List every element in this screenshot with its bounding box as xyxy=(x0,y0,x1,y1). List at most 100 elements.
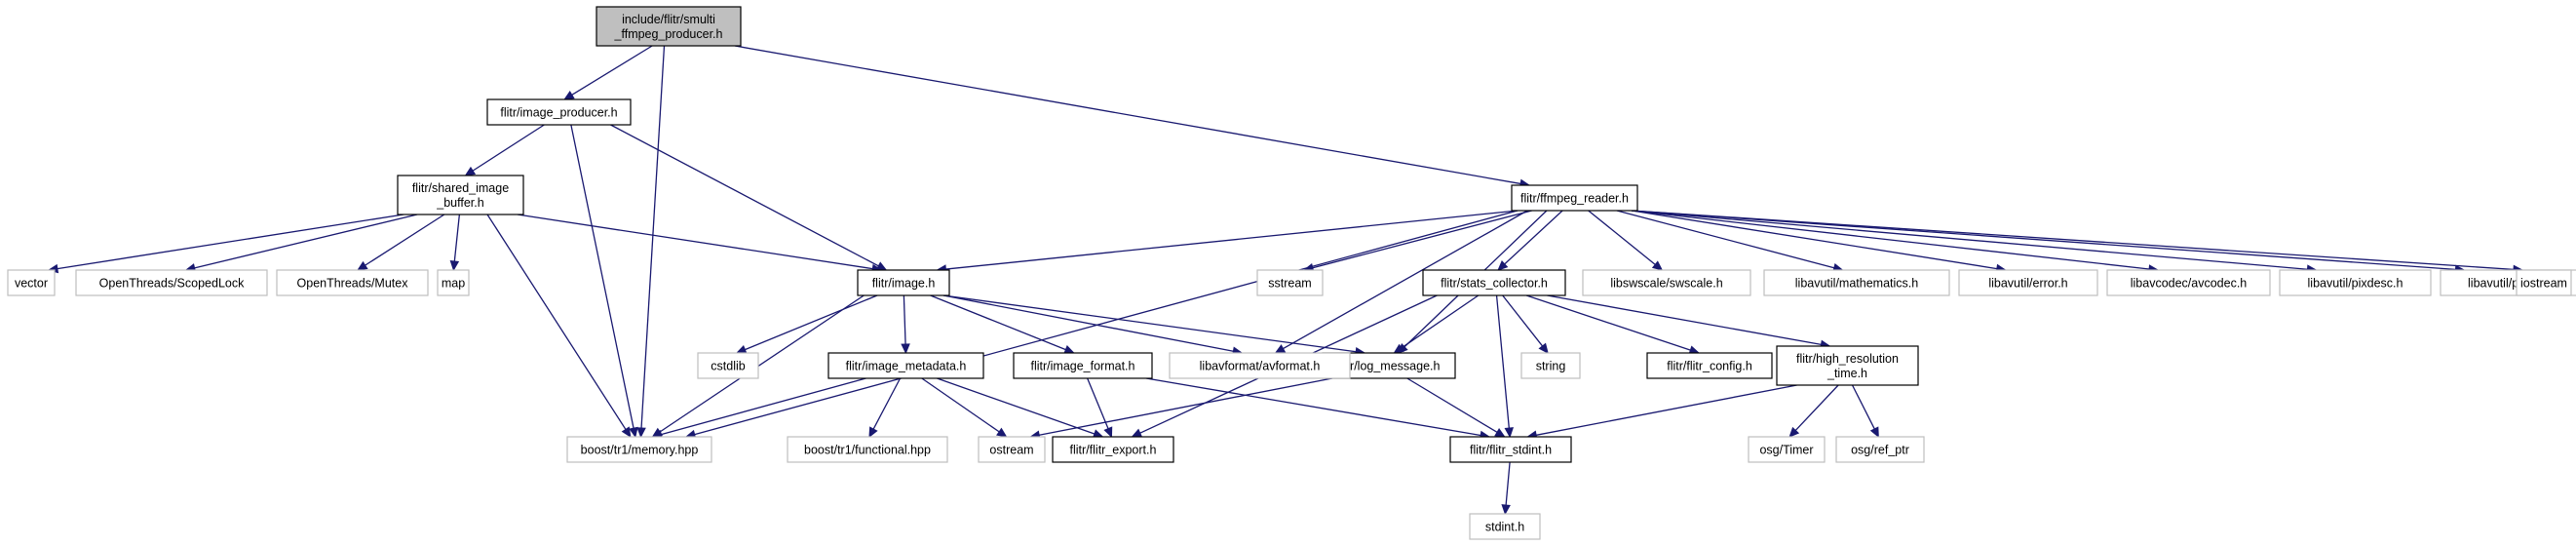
node-stats-collector[interactable]: flitr/stats_collector.h xyxy=(1422,269,1566,296)
node-label: flitr/flitr_config.h xyxy=(1667,360,1752,373)
edge-ffmpeg-reader-to-boost-memory xyxy=(684,210,1519,440)
edge-line xyxy=(1525,294,1691,351)
node-swscale: libswscale/swscale.h xyxy=(1582,269,1751,296)
edge-line xyxy=(610,124,879,267)
node-label: flitr/image.h xyxy=(872,277,936,291)
arrowhead-icon xyxy=(996,427,1008,438)
node-map: map xyxy=(437,269,470,296)
node-image-metadata[interactable]: flitr/image_metadata.h xyxy=(827,352,984,379)
edge-image-metadata-to-boost-memory xyxy=(651,377,866,440)
node-label: flitr/image_metadata.h xyxy=(846,360,967,373)
node-flitr-stdint[interactable]: flitr/flitr_stdint.h xyxy=(1449,436,1572,463)
edge-line xyxy=(942,294,1234,352)
node-label: string xyxy=(1536,360,1566,373)
edge-image-format-to-flitr-export xyxy=(1087,377,1113,439)
node-ffmpeg-reader[interactable]: flitr/ffmpeg_reader.h xyxy=(1511,184,1638,212)
node-box xyxy=(486,98,632,126)
edge-high-resolution-time-to-osg-ref-ptr xyxy=(1851,384,1879,439)
arrowhead-icon xyxy=(563,90,575,100)
edge-line xyxy=(872,377,902,430)
node-mutex: OpenThreads/Mutex xyxy=(276,269,429,296)
node-label: flitr/flitr_export.h xyxy=(1070,444,1157,457)
node-image-format[interactable]: flitr/image_format.h xyxy=(1013,352,1153,379)
node-label: flitr/high_resolution xyxy=(1796,352,1899,366)
arrowhead-icon xyxy=(735,344,748,354)
node-vector: vector xyxy=(7,269,56,296)
node-boost-functional: boost/tr1/functional.hpp xyxy=(787,436,948,463)
node-label: libswscale/swscale.h xyxy=(1610,277,1722,291)
node-box xyxy=(787,436,948,463)
node-iostream: iostream xyxy=(2516,269,2572,296)
edge-image-to-cstdlib xyxy=(735,294,878,354)
node-box xyxy=(2279,269,2432,296)
node-box xyxy=(566,436,712,463)
node-image-producer[interactable]: flitr/image_producer.h xyxy=(486,98,632,126)
node-box xyxy=(2106,269,2271,296)
node-label: cstdlib xyxy=(711,360,745,373)
edge-line xyxy=(365,214,445,266)
edge-ffmpeg-reader-to-image xyxy=(936,210,1519,274)
node-cstdlib: cstdlib xyxy=(697,352,759,379)
edge-stats-collector-to-high-resolution-time xyxy=(1547,294,1831,350)
node-box xyxy=(75,269,268,296)
arrowhead-icon xyxy=(1103,426,1113,439)
edge-stats-collector-to-string xyxy=(1502,294,1549,354)
arrowhead-icon xyxy=(1504,427,1515,439)
node-stdint: stdint.h xyxy=(1469,513,1541,540)
edge-line xyxy=(517,214,873,270)
node-box xyxy=(1013,352,1153,379)
node-box xyxy=(1469,513,1541,540)
node-label: iostream xyxy=(2520,277,2567,291)
edge-stats-collector-to-flitr-config xyxy=(1525,294,1701,355)
nodes-layer: include/flitr/smulti_ffmpeg_producer.hfl… xyxy=(7,6,2576,540)
node-shared-image-buffer[interactable]: flitr/shared_image_buffer.h xyxy=(397,175,524,215)
edge-line xyxy=(57,214,404,270)
node-osg-ref-ptr: osg/ref_ptr xyxy=(1835,436,1925,463)
node-box xyxy=(1520,352,1581,379)
edge-line xyxy=(1547,294,1822,346)
edge-flitr-stdint-to-stdint xyxy=(1501,461,1511,516)
node-label: _ffmpeg_producer.h xyxy=(614,27,723,41)
edge-log-message-to-ostream xyxy=(1029,377,1333,440)
node-box xyxy=(1511,184,1638,212)
edge-line xyxy=(661,377,866,436)
edge-line xyxy=(1505,461,1511,506)
edge-ffmpeg-reader-to-stats-collector xyxy=(1497,210,1563,271)
node-box xyxy=(697,352,759,379)
node-box xyxy=(1052,436,1174,463)
node-label: libavutil/error.h xyxy=(1988,277,2067,291)
node-image[interactable]: flitr/image.h xyxy=(857,269,950,296)
node-label: OpenThreads/Mutex xyxy=(297,277,409,291)
node-box xyxy=(1582,269,1751,296)
node-label: map xyxy=(442,277,465,291)
node-label: _buffer.h xyxy=(436,196,483,210)
node-flitr-config[interactable]: flitr/flitr_config.h xyxy=(1646,352,1773,379)
edge-line xyxy=(1087,377,1109,429)
node-root[interactable]: include/flitr/smulti_ffmpeg_producer.h xyxy=(596,6,742,47)
edge-line xyxy=(571,45,653,96)
edge-line xyxy=(734,45,1521,185)
edge-line xyxy=(945,210,1519,270)
node-label: flitr/image_format.h xyxy=(1031,360,1135,373)
edge-line xyxy=(1631,210,1997,270)
edge-shared-image-buffer-to-vector xyxy=(47,214,404,274)
arrowhead-icon xyxy=(1393,343,1404,354)
node-label: flitr/log_message.h xyxy=(1338,360,1441,373)
edge-shared-image-buffer-to-boost-memory xyxy=(486,214,632,439)
node-label: sstream xyxy=(1268,277,1311,291)
arrowhead-icon xyxy=(357,260,368,271)
edge-stats-collector-to-log-message xyxy=(1393,294,1480,354)
arrowhead-icon xyxy=(1651,260,1664,271)
edge-line xyxy=(1794,384,1839,431)
edge-line xyxy=(486,214,627,430)
node-high-resolution-time[interactable]: flitr/high_resolution_time.h xyxy=(1776,345,1919,386)
node-label: libavutil/mathematics.h xyxy=(1795,277,1918,291)
node-flitr-export[interactable]: flitr/flitr_export.h xyxy=(1052,436,1174,463)
edge-root-to-image-producer xyxy=(563,45,653,100)
node-label: boost/tr1/functional.hpp xyxy=(804,444,931,457)
node-avcodec: libavcodec/avcodec.h xyxy=(2106,269,2271,296)
edge-shared-image-buffer-to-image xyxy=(517,214,883,274)
node-box xyxy=(857,269,950,296)
edge-line xyxy=(745,294,878,351)
node-label: osg/ref_ptr xyxy=(1851,444,1909,457)
